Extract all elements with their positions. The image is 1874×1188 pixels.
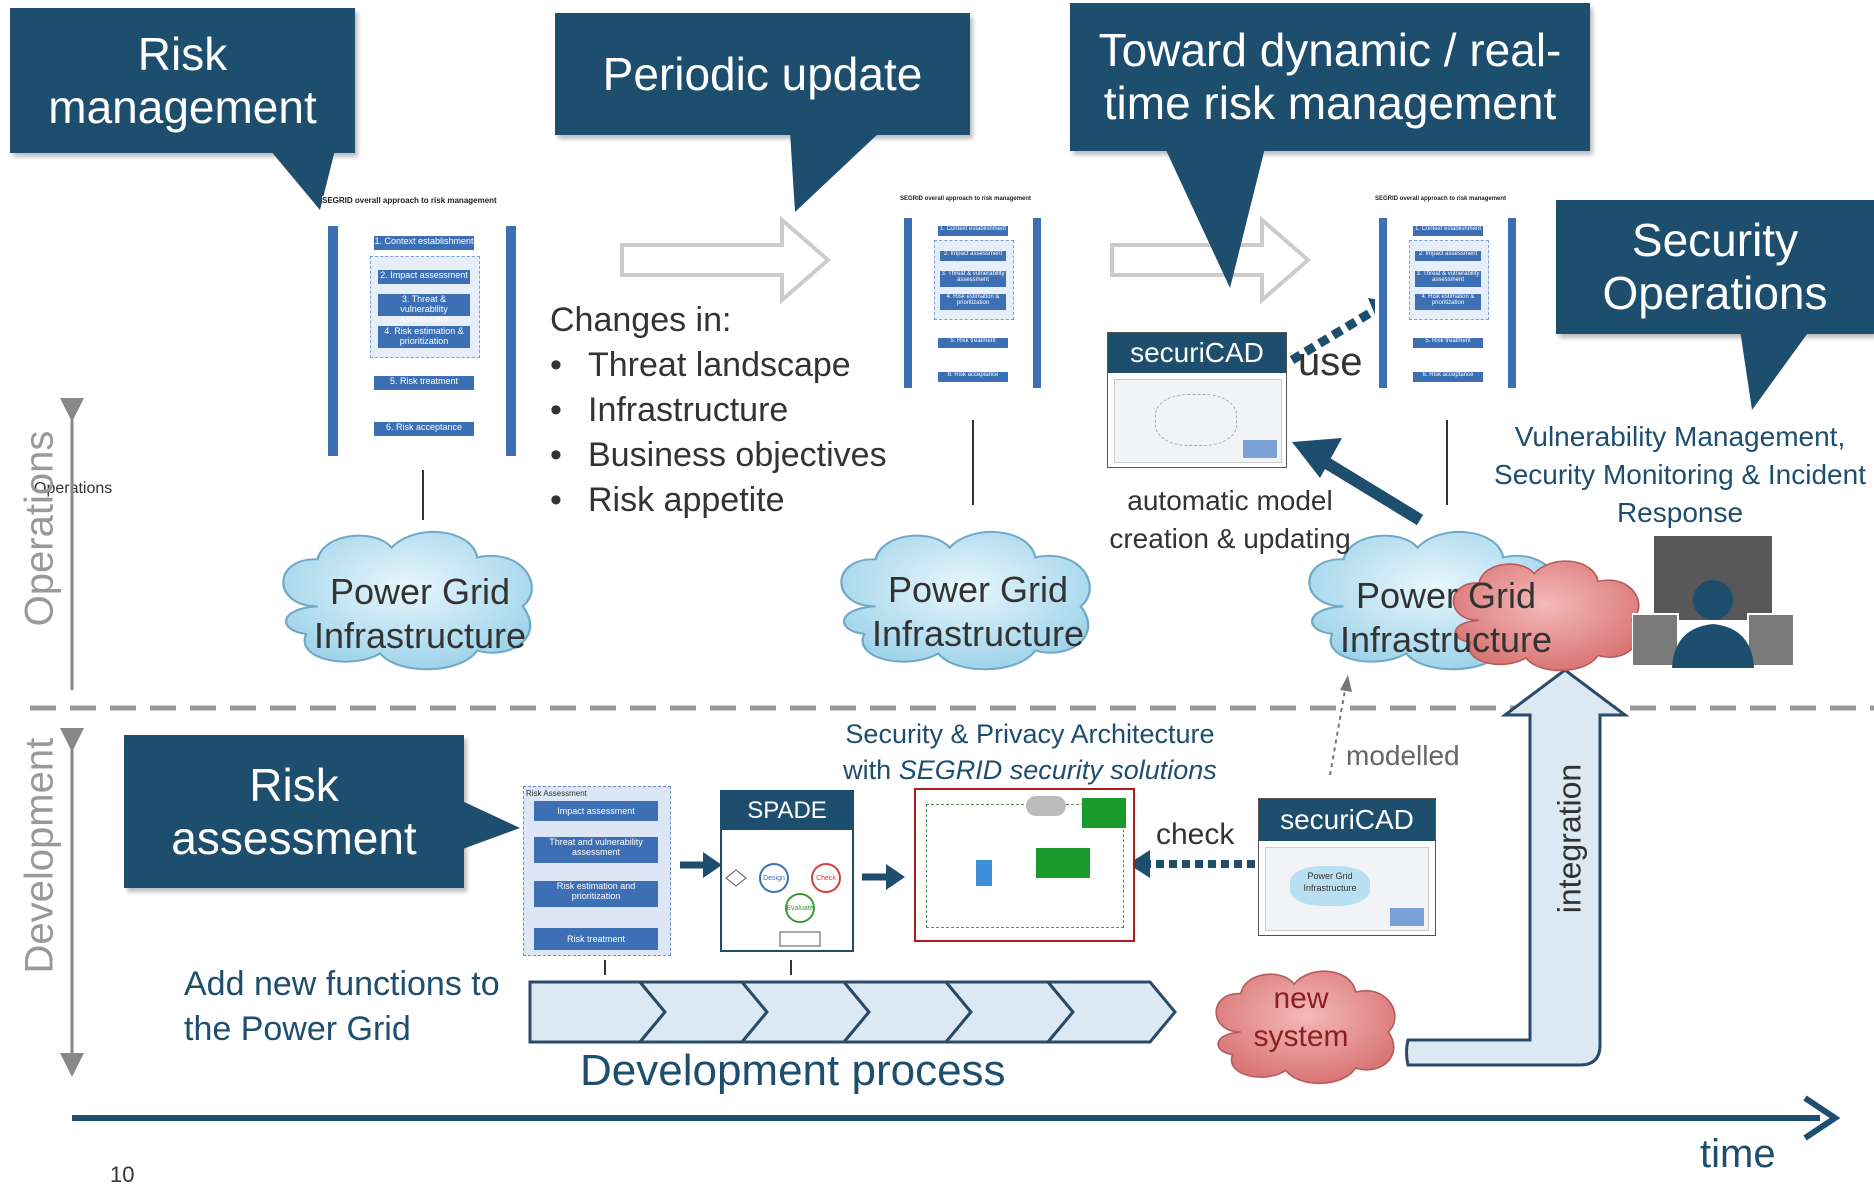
flow-arrow-1 [703, 852, 722, 878]
segrid-diagram-thumbnail-1: SEGRID overall approach to risk manageme… [322, 196, 522, 466]
security-operator-icon [1632, 536, 1794, 668]
spade-panel: SPADE Design Check Evaluate [720, 790, 854, 952]
callout-security-operations: Security Operations [1556, 200, 1874, 334]
callout-periodic-update: Periodic update [555, 13, 970, 135]
modelled-label: modelled [1346, 740, 1460, 771]
changes-list: Changes in: Threat landscape Infrastruct… [550, 298, 887, 523]
risk-treatment-box: Risk treatment [534, 928, 658, 950]
security-architecture-title: Security & Privacy Architecture [845, 719, 1215, 749]
flow-arrow-2 [886, 864, 905, 890]
power-grid-label-3: Power Grid Infrastructure [1339, 575, 1553, 660]
check-label: check [1156, 818, 1235, 851]
power-grid-label-1: Power Grid Infrastructure [313, 571, 527, 656]
segrid-diagram-thumbnail-3: SEGRID overall approach to risk manageme… [1375, 196, 1520, 396]
hollow-arrow-2 [1110, 215, 1312, 305]
changes-heading: Changes in: [550, 301, 732, 339]
callout-risk-assessment: Risk assessment [124, 735, 464, 888]
callout-risk-management: Risk management [10, 8, 355, 153]
spade-title: SPADE [722, 792, 852, 830]
power-grid-label-2: Power Grid Infrastructure [871, 569, 1085, 654]
security-architecture-label: Security & Privacy Architecture with SEG… [805, 716, 1255, 788]
modelled-arrow [1329, 689, 1346, 776]
securicad-title: securiCAD [1108, 333, 1286, 373]
securicad-panel-bottom: securiCAD Power Grid Infrastructure [1258, 798, 1436, 936]
time-axis-arrowhead [1803, 1095, 1841, 1141]
hollow-arrow-1 [620, 215, 832, 305]
securicad-bottom-title: securiCAD [1259, 799, 1435, 841]
process-chevrons [528, 980, 1177, 1044]
integration-arrow [1405, 668, 1630, 1067]
change-item: Risk appetite [550, 478, 887, 523]
vuln-mgmt-label: Vulnerability Management, Security Monit… [1494, 421, 1866, 528]
use-label: use [1298, 340, 1363, 384]
time-label: time [1700, 1132, 1776, 1176]
change-item: Business objectives [550, 433, 887, 478]
change-item: Infrastructure [550, 388, 887, 433]
check-arrow [1128, 850, 1150, 878]
use-arrow [1289, 306, 1378, 364]
change-item: Threat landscape [550, 343, 887, 388]
auto-model-label: automatic model creation & updating [1109, 485, 1351, 554]
securicad-panel-top: securiCAD [1107, 332, 1287, 468]
risk-assessment-thumbnail: Risk Assessment Impact assessment Threat… [523, 786, 671, 956]
auto-model-arrow [1321, 456, 1424, 526]
add-functions-label: Add new functions to the Power Grid [184, 965, 500, 1048]
integration-label: integration [1551, 763, 1588, 914]
callout-dynamic-risk: Toward dynamic / real-time risk manageme… [1070, 3, 1590, 151]
security-architecture-thumbnail [914, 788, 1135, 942]
development-process-label: Development process [580, 1046, 1006, 1095]
segrid-diagram-thumbnail-2: SEGRID overall approach to risk manageme… [900, 196, 1045, 396]
security-architecture-subtitle: with SEGRID security solutions [843, 755, 1217, 785]
mini-cloud-label: Power Grid Infrastructure [1290, 866, 1370, 906]
new-system-label: new system [1253, 982, 1349, 1053]
